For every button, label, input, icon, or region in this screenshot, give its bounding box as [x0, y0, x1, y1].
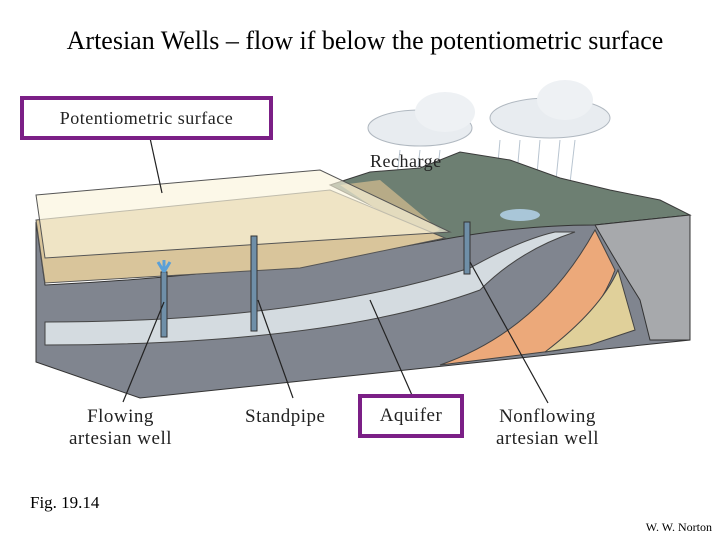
aquifer-label: Aquifer: [358, 394, 464, 438]
figure-number: Fig. 19.14: [30, 493, 100, 512]
potentiometric-surface-label: Potentiometric surface: [20, 96, 273, 140]
aquifer-layer: [44, 231, 576, 346]
nonflowing-well-pipe: [463, 221, 471, 275]
standpipe-label: Standpipe: [245, 406, 326, 427]
fountain-icon: [156, 260, 172, 273]
flowing-label-line2: artesian well: [68, 428, 173, 449]
nonflowing-label-line1: Nonflowing: [499, 406, 596, 427]
credit: W. W. Norton: [645, 520, 712, 534]
recharge-label: Recharge: [370, 151, 442, 171]
granite-block: [594, 214, 691, 341]
flowing-well-pipe: [160, 271, 168, 338]
standpipe-pipe: [250, 235, 258, 332]
sandstone-layer: [544, 268, 636, 353]
slide-title: Artesian Wells – flow if below the poten…: [66, 26, 664, 55]
nonflowing-artesian-well-label: Nonflowing artesian well: [485, 406, 610, 450]
leader-lines: [122, 137, 549, 404]
flowing-label-line1: Flowing: [87, 406, 154, 427]
flowing-artesian-well-label: Flowing artesian well: [58, 406, 183, 450]
nonflowing-label-line2: artesian well: [495, 428, 600, 449]
potentiometric-surface-plane: [35, 169, 452, 259]
